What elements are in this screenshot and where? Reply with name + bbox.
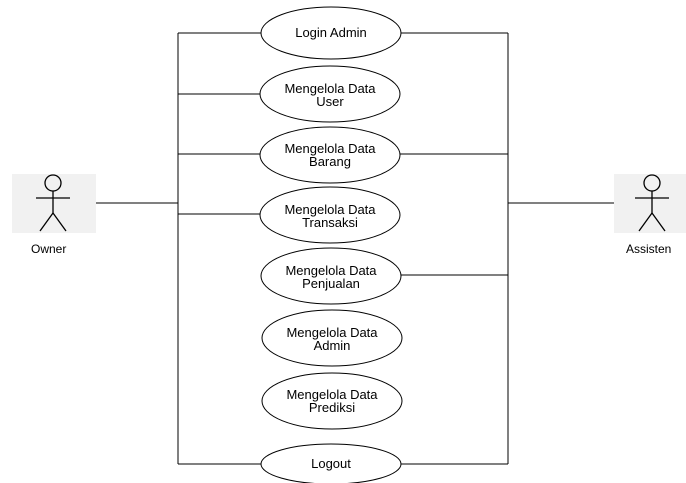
use-case-ellipse [260,6,402,60]
use-case-label-line1: Mengelola Data [286,325,378,340]
actor-assisten-label: Assisten [626,242,671,256]
use-case-ellipse [259,65,401,123]
use-case-label-line1: Mengelola Data [284,202,376,217]
use-case-login-admin: Login Admin [260,6,402,60]
use-case-label-line1: Mengelola Data [285,263,377,278]
use-case-label-line1: Mengelola Data [284,141,376,156]
use-case-label-line2: Penjualan [302,276,360,291]
actor-assisten-background [614,174,686,233]
use-case-label: Login Admin [295,25,367,40]
use-case-label-line2: Prediksi [309,400,355,415]
use-case-ellipse [261,309,403,367]
actor-owner-background [12,174,96,233]
use-case-label-line2: Transaksi [302,215,358,230]
use-case-ellipse [259,186,401,244]
use-case-label-line1: Mengelola Data [284,81,376,96]
stick-figure-icon [36,174,70,232]
owner-connectors [96,32,262,465]
use-case-label-line2: User [316,94,344,109]
use-case-mengelola-data-user: Mengelola Data User [259,65,401,123]
use-case-mengelola-data-penjualan: Mengelola Data Penjualan [260,247,402,305]
use-case-logout: Logout [260,443,402,483]
stick-figure-icon [635,174,669,232]
use-case-mengelola-data-transaksi: Mengelola Data Transaksi [259,186,401,244]
use-case-ellipse [260,443,402,483]
use-case-mengelola-data-prediksi: Mengelola Data Prediksi [261,372,403,430]
use-case-label-line2: Barang [309,154,351,169]
use-case-ellipse [261,372,403,430]
actor-owner: Owner [12,174,96,256]
actor-assisten: Assisten [614,174,686,256]
use-case-label-line2: Admin [314,338,351,353]
assisten-connectors [400,32,614,465]
use-case-label-line1: Mengelola Data [286,387,378,402]
use-case-ellipse [260,247,402,305]
use-case-mengelola-data-barang: Mengelola Data Barang [259,126,401,184]
use-case-mengelola-data-admin: Mengelola Data Admin [261,309,403,367]
use-case-label: Logout [311,456,351,471]
use-case-ellipse [259,126,401,184]
actor-owner-label: Owner [31,242,66,256]
